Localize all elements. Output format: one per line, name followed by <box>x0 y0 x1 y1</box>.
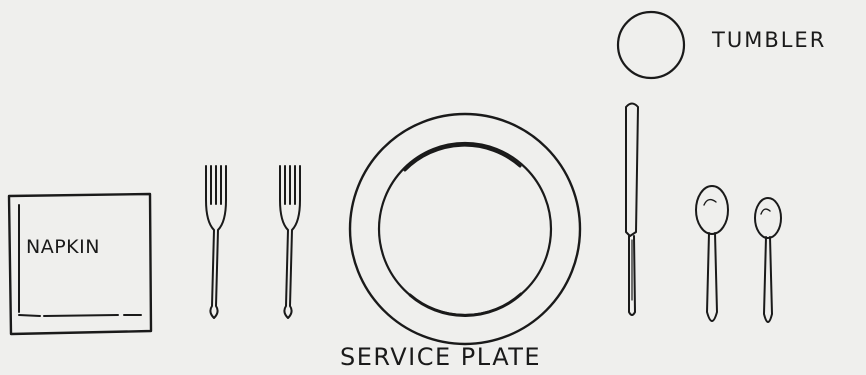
fork-icon <box>280 166 300 318</box>
napkin-icon <box>9 194 151 334</box>
tumbler-label: TUMBLER <box>712 28 826 52</box>
fork-icon <box>206 166 226 318</box>
tumbler-icon <box>618 12 684 78</box>
service-plate-icon <box>350 114 580 344</box>
napkin-label: NAPKIN <box>26 236 100 258</box>
knife-icon <box>626 104 638 316</box>
spoon-icon <box>696 186 728 321</box>
service-plate-label: SERVICE PLATE <box>340 343 541 371</box>
spoon-icon <box>755 198 781 322</box>
